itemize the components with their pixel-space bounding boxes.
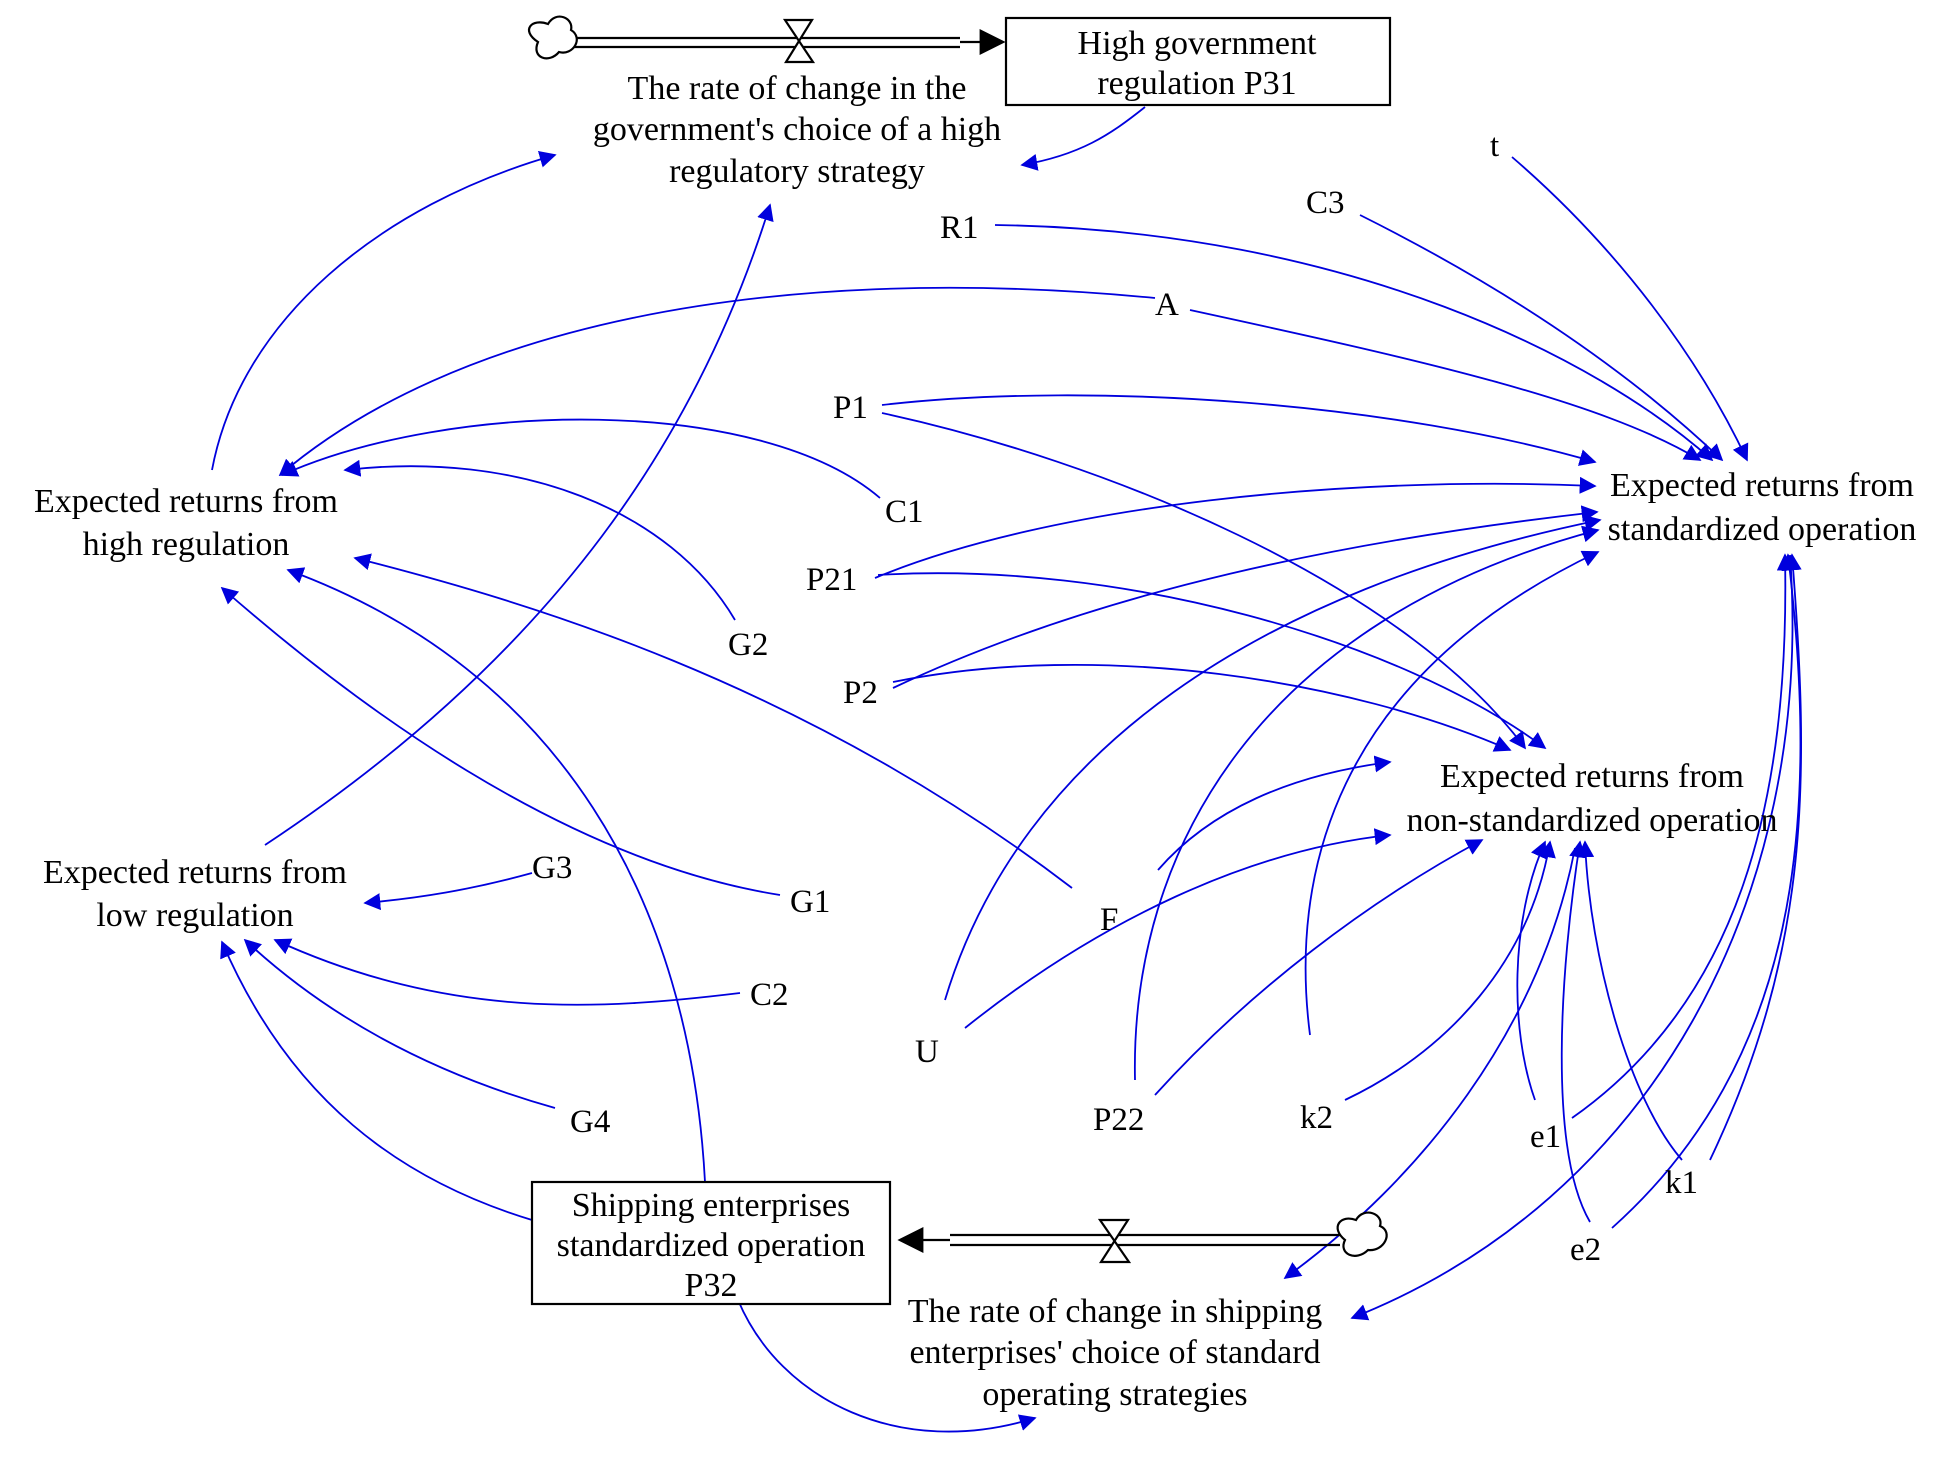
valve-icon[interactable]: [782, 18, 816, 64]
link-f-to-nonstd-a: [1157, 755, 1392, 871]
link-c2-to-lowreg: [273, 938, 741, 1006]
link-e1-to-std: [1571, 553, 1794, 1119]
const-e1[interactable]: e1: [1530, 1119, 1561, 1155]
flow-ship-rate-line-1: The rate of change in shipping: [908, 1293, 1322, 1330]
link-a-to-highreg: [278, 286, 1156, 477]
aux-low-regulation[interactable]: Expected returns from low regulation: [43, 854, 347, 934]
aux-std-line-2: standardized operation: [1608, 511, 1917, 548]
link-lowreg-to-gov-rate: [264, 203, 774, 846]
aux-nonstandardized-operation[interactable]: Expected returns from non-standardized o…: [1406, 758, 1777, 839]
const-f[interactable]: F: [1100, 902, 1118, 938]
link-e1-to-nonstd: [1516, 840, 1547, 1101]
stock-p31-line-1: High government: [1078, 25, 1317, 62]
const-u[interactable]: U: [915, 1034, 939, 1070]
stock-p32-line-1: Shipping enterprises: [572, 1187, 851, 1224]
link-k1-to-std: [1709, 553, 1803, 1161]
aux-high-regulation[interactable]: Expected returns from high regulation: [34, 483, 338, 563]
link-std-to-ship-rate: [1350, 554, 1794, 1321]
flow-gov-rate[interactable]: The rate of change in the government's c…: [593, 70, 1001, 190]
stock-p32[interactable]: Shipping enterprises standardized operat…: [530, 1180, 892, 1306]
link-p32-to-lowreg: [220, 940, 533, 1221]
const-c1[interactable]: C1: [885, 494, 924, 530]
const-r1[interactable]: R1: [940, 210, 979, 246]
link-p32-to-ship-rate: [737, 1299, 1037, 1433]
aux-nonstd-line-1: Expected returns from: [1440, 758, 1744, 795]
link-c1-to-highreg: [280, 418, 881, 499]
link-p22-to-std: [1134, 525, 1600, 1081]
link-f-to-highreg: [353, 553, 1073, 889]
const-c2[interactable]: C2: [750, 977, 789, 1013]
link-a-to-std: [1189, 309, 1702, 461]
link-p2-to-std: [892, 505, 1599, 689]
government-flow-pipe: [566, 29, 1006, 55]
link-k2-to-std: [1304, 550, 1600, 1036]
link-t-to-std: [1511, 156, 1749, 462]
link-k2-to-nonstd: [1344, 840, 1556, 1101]
const-k1[interactable]: k1: [1665, 1165, 1698, 1201]
link-g1-to-highreg: [220, 586, 781, 896]
const-p1[interactable]: P1: [833, 390, 868, 426]
const-t[interactable]: t: [1490, 128, 1499, 164]
flow-ship-rate-line-2: enterprises' choice of standard: [909, 1334, 1320, 1371]
stock-p32-line-2: standardized operation: [557, 1227, 866, 1264]
const-p22[interactable]: P22: [1093, 1102, 1144, 1138]
link-u-to-std: [944, 514, 1602, 1001]
link-g4-to-lowreg: [243, 938, 556, 1109]
link-r1-to-std: [994, 224, 1714, 462]
link-e2-to-std: [1611, 553, 1802, 1229]
link-p21-to-std: [874, 476, 1597, 579]
link-p1-to-nonstd: [881, 412, 1527, 750]
const-e2[interactable]: e2: [1570, 1232, 1601, 1268]
link-g2-to-highreg: [343, 459, 736, 621]
stock-p31-line-2: regulation P31: [1097, 65, 1296, 102]
const-g1[interactable]: G1: [790, 884, 830, 920]
flow-gov-rate-line-1: The rate of change in the: [628, 70, 967, 107]
aux-high-regulation-line-2: high regulation: [83, 526, 290, 563]
aux-high-regulation-line-1: Expected returns from: [34, 483, 338, 520]
link-p21-to-nonstd: [877, 572, 1547, 750]
link-p2-to-nonstd: [892, 663, 1512, 752]
const-c3[interactable]: C3: [1306, 185, 1345, 221]
const-g3[interactable]: G3: [532, 850, 572, 886]
stock-p32-line-3: P32: [685, 1267, 738, 1304]
flow-ship-rate-line-3: operating strategies: [982, 1376, 1247, 1413]
link-f-to-nonstd-b: [964, 828, 1392, 1029]
cloud-source-icon: [527, 15, 578, 60]
link-highreg-to-gov-rate: [211, 151, 557, 471]
aux-low-regulation-line-1: Expected returns from: [43, 854, 347, 891]
const-k2[interactable]: k2: [1300, 1100, 1333, 1136]
const-a[interactable]: A: [1155, 287, 1179, 323]
aux-std-line-1: Expected returns from: [1610, 467, 1914, 504]
constants: t C3 R1 A P1 C1 P21 G2 P2 G3 G1 F C2 U G…: [532, 128, 1698, 1268]
aux-low-regulation-line-2: low regulation: [96, 897, 293, 934]
link-p31-to-gov-rate: [1020, 106, 1146, 171]
shipping-flow-pipe: [897, 1227, 1340, 1253]
link-g3-to-lowreg: [363, 872, 533, 911]
const-p21[interactable]: P21: [806, 562, 857, 598]
valve-icon[interactable]: [1097, 1218, 1132, 1264]
link-e2-to-nonstd: [1560, 840, 1591, 1223]
const-g2[interactable]: G2: [728, 627, 768, 663]
flow-gov-rate-line-3: regulatory strategy: [669, 153, 925, 190]
flow-ship-rate[interactable]: The rate of change in shipping enterpris…: [908, 1293, 1322, 1413]
cloud-source-icon: [1336, 1211, 1388, 1257]
link-p32-to-highreg: [286, 567, 706, 1183]
causal-links: [211, 106, 1803, 1433]
link-p22-to-nonstd: [1154, 839, 1484, 1096]
flow-gov-rate-line-2: government's choice of a high: [593, 111, 1001, 148]
const-g4[interactable]: G4: [570, 1104, 610, 1140]
link-p1-to-std: [881, 394, 1597, 466]
aux-standardized-operation[interactable]: Expected returns from standardized opera…: [1608, 467, 1917, 548]
const-p2[interactable]: P2: [843, 675, 878, 711]
aux-nonstd-line-2: non-standardized operation: [1406, 802, 1777, 839]
link-k1-to-nonstd: [1577, 840, 1683, 1161]
link-c3-to-std: [1359, 214, 1724, 462]
stock-p31[interactable]: High government regulation P31: [1004, 16, 1392, 107]
